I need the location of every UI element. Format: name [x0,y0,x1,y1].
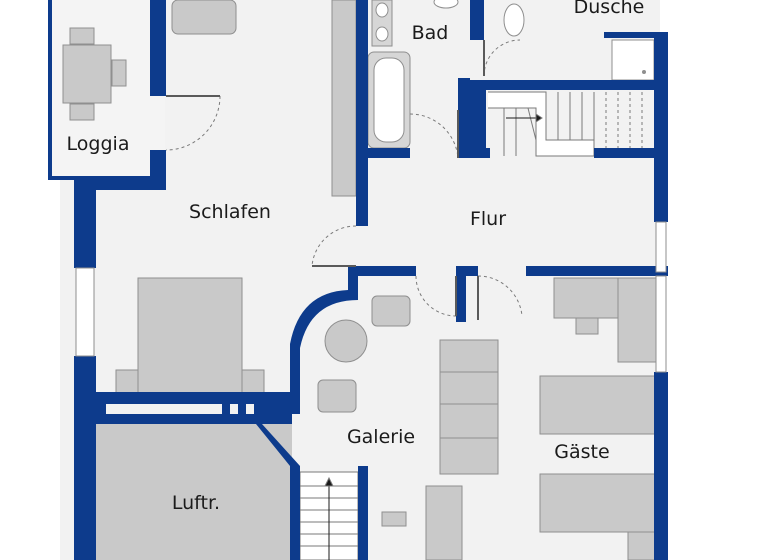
gaeste-shelf [617,277,657,363]
bathtub-inner [373,57,405,143]
gaeste-bed-1 [539,375,657,435]
room-label-schlafen: Schlafen [189,201,271,223]
loggia-table [62,44,112,104]
room-label-flur: Flur [469,208,507,230]
toilet-dusche [503,3,525,37]
walls [48,0,668,560]
door-leaves [166,40,485,320]
windows [75,221,667,373]
toilet-bad [433,0,459,9]
washbasin-bowl-1 [375,2,389,18]
room-label-luftraum: Luftr. [171,492,221,514]
room-label-loggia: Loggia [66,133,130,155]
galerie-chair-top [371,295,411,327]
gaeste-bed-2 [539,473,657,533]
loggia-chair-bottom [69,103,95,121]
shower-drain [642,70,646,74]
loggia-chair-right [111,59,127,87]
galerie-cabinet [425,485,463,560]
washbasin-bowl-2 [375,26,389,42]
galerie-shelf [439,339,499,475]
room-label-gaeste: Gäste [554,441,610,463]
schlafen-wardrobe [331,0,357,197]
upper-staircase [488,91,643,157]
luftraum-floor [96,424,292,560]
room-label-bad: Bad [411,22,449,44]
room-label-galerie: Galerie [346,426,416,448]
schlafen-armchair [171,0,237,35]
room-label-dusche: Dusche [573,0,645,18]
galerie-round-table [324,319,368,363]
gaeste-desk [553,277,619,319]
shower-tray [611,39,655,81]
schlafen-bed [137,277,243,397]
lower-staircase [299,471,359,560]
gaeste-chair [575,317,599,335]
gaeste-bottom-cabinet [627,531,657,560]
galerie-small-box [381,511,407,527]
loggia-chair-top [69,27,95,45]
galerie-chair-left [317,379,357,413]
